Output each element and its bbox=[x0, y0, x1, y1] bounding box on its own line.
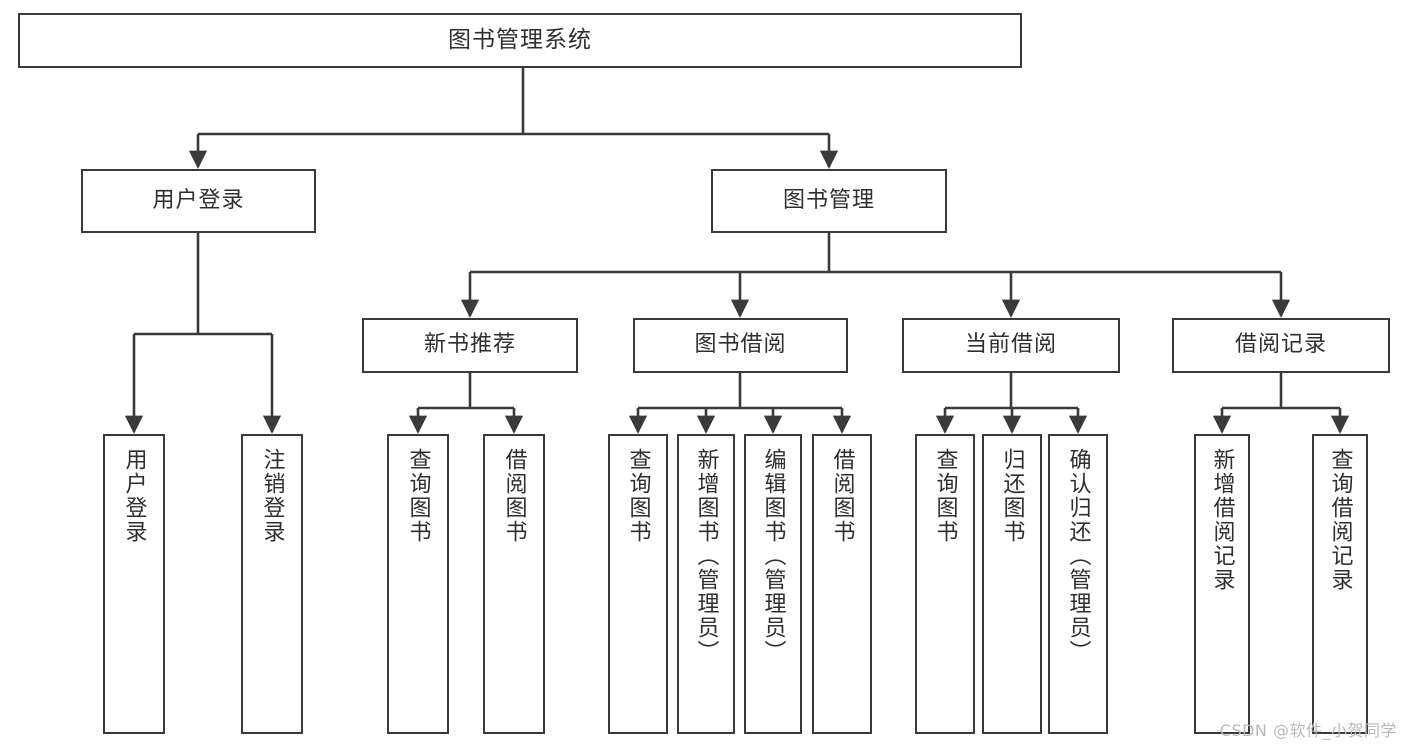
node-book-borrow[interactable]: 图书借阅 bbox=[633, 318, 848, 373]
node-book-borrow-label: 图书借阅 bbox=[694, 332, 787, 358]
leaf-new-book-query[interactable]: 查询图书 bbox=[387, 434, 449, 734]
leaf-new-book-borrow[interactable]: 借阅图书 bbox=[483, 434, 545, 734]
node-new-book-recommend[interactable]: 新书推荐 bbox=[362, 318, 578, 373]
leaf-user-logout[interactable]: 注销登录 bbox=[241, 434, 303, 734]
leaf-new-book-borrow-label: 借阅图书 bbox=[501, 448, 527, 544]
leaf-borrow-book-label: 借阅图书 bbox=[829, 448, 855, 544]
leaf-record-query[interactable]: 查询借阅记录 bbox=[1312, 434, 1368, 734]
node-root[interactable]: 图书管理系统 bbox=[18, 13, 1022, 68]
leaf-record-add-label: 新增借阅记录 bbox=[1209, 448, 1235, 592]
leaf-record-query-label: 查询借阅记录 bbox=[1327, 448, 1353, 592]
node-new-book-recommend-label: 新书推荐 bbox=[423, 332, 516, 358]
leaf-user-login-label: 用户登录 bbox=[121, 448, 147, 544]
leaf-user-login[interactable]: 用户登录 bbox=[103, 434, 165, 734]
node-borrow-record-label: 借阅记录 bbox=[1234, 332, 1327, 358]
leaf-user-logout-label: 注销登录 bbox=[259, 448, 285, 544]
node-user-login[interactable]: 用户登录 bbox=[81, 169, 316, 233]
node-current-borrow[interactable]: 当前借阅 bbox=[902, 318, 1120, 373]
leaf-current-return-book-label: 归还图书 bbox=[999, 448, 1025, 544]
node-user-login-label: 用户登录 bbox=[152, 187, 245, 213]
leaf-borrow-add-book-admin[interactable]: 新增图书（管理员） bbox=[677, 434, 735, 734]
watermark: CSDN @软件_小贺同学 bbox=[1219, 721, 1397, 740]
leaf-current-confirm-return-admin-label: 确认归还（管理员） bbox=[1065, 448, 1091, 664]
leaf-borrow-edit-book-admin-label: 编辑图书（管理员） bbox=[760, 448, 786, 664]
leaf-new-book-query-label: 查询图书 bbox=[405, 448, 431, 544]
leaf-current-query-book[interactable]: 查询图书 bbox=[915, 434, 975, 734]
leaf-borrow-query-book[interactable]: 查询图书 bbox=[608, 434, 668, 734]
leaf-record-add[interactable]: 新增借阅记录 bbox=[1194, 434, 1250, 734]
leaf-current-query-book-label: 查询图书 bbox=[932, 448, 958, 544]
node-current-borrow-label: 当前借阅 bbox=[964, 332, 1057, 358]
leaf-borrow-add-book-admin-label: 新增图书（管理员） bbox=[693, 448, 719, 664]
node-book-management-label: 图书管理 bbox=[782, 187, 875, 213]
leaf-current-confirm-return-admin[interactable]: 确认归还（管理员） bbox=[1048, 434, 1108, 734]
node-book-management[interactable]: 图书管理 bbox=[711, 169, 947, 233]
leaf-borrow-book[interactable]: 借阅图书 bbox=[812, 434, 872, 734]
leaf-borrow-query-book-label: 查询图书 bbox=[625, 448, 651, 544]
node-root-label: 图书管理系统 bbox=[448, 26, 592, 53]
leaf-current-return-book[interactable]: 归还图书 bbox=[982, 434, 1042, 734]
node-borrow-record[interactable]: 借阅记录 bbox=[1172, 318, 1390, 373]
leaf-borrow-edit-book-admin[interactable]: 编辑图书（管理员） bbox=[744, 434, 802, 734]
